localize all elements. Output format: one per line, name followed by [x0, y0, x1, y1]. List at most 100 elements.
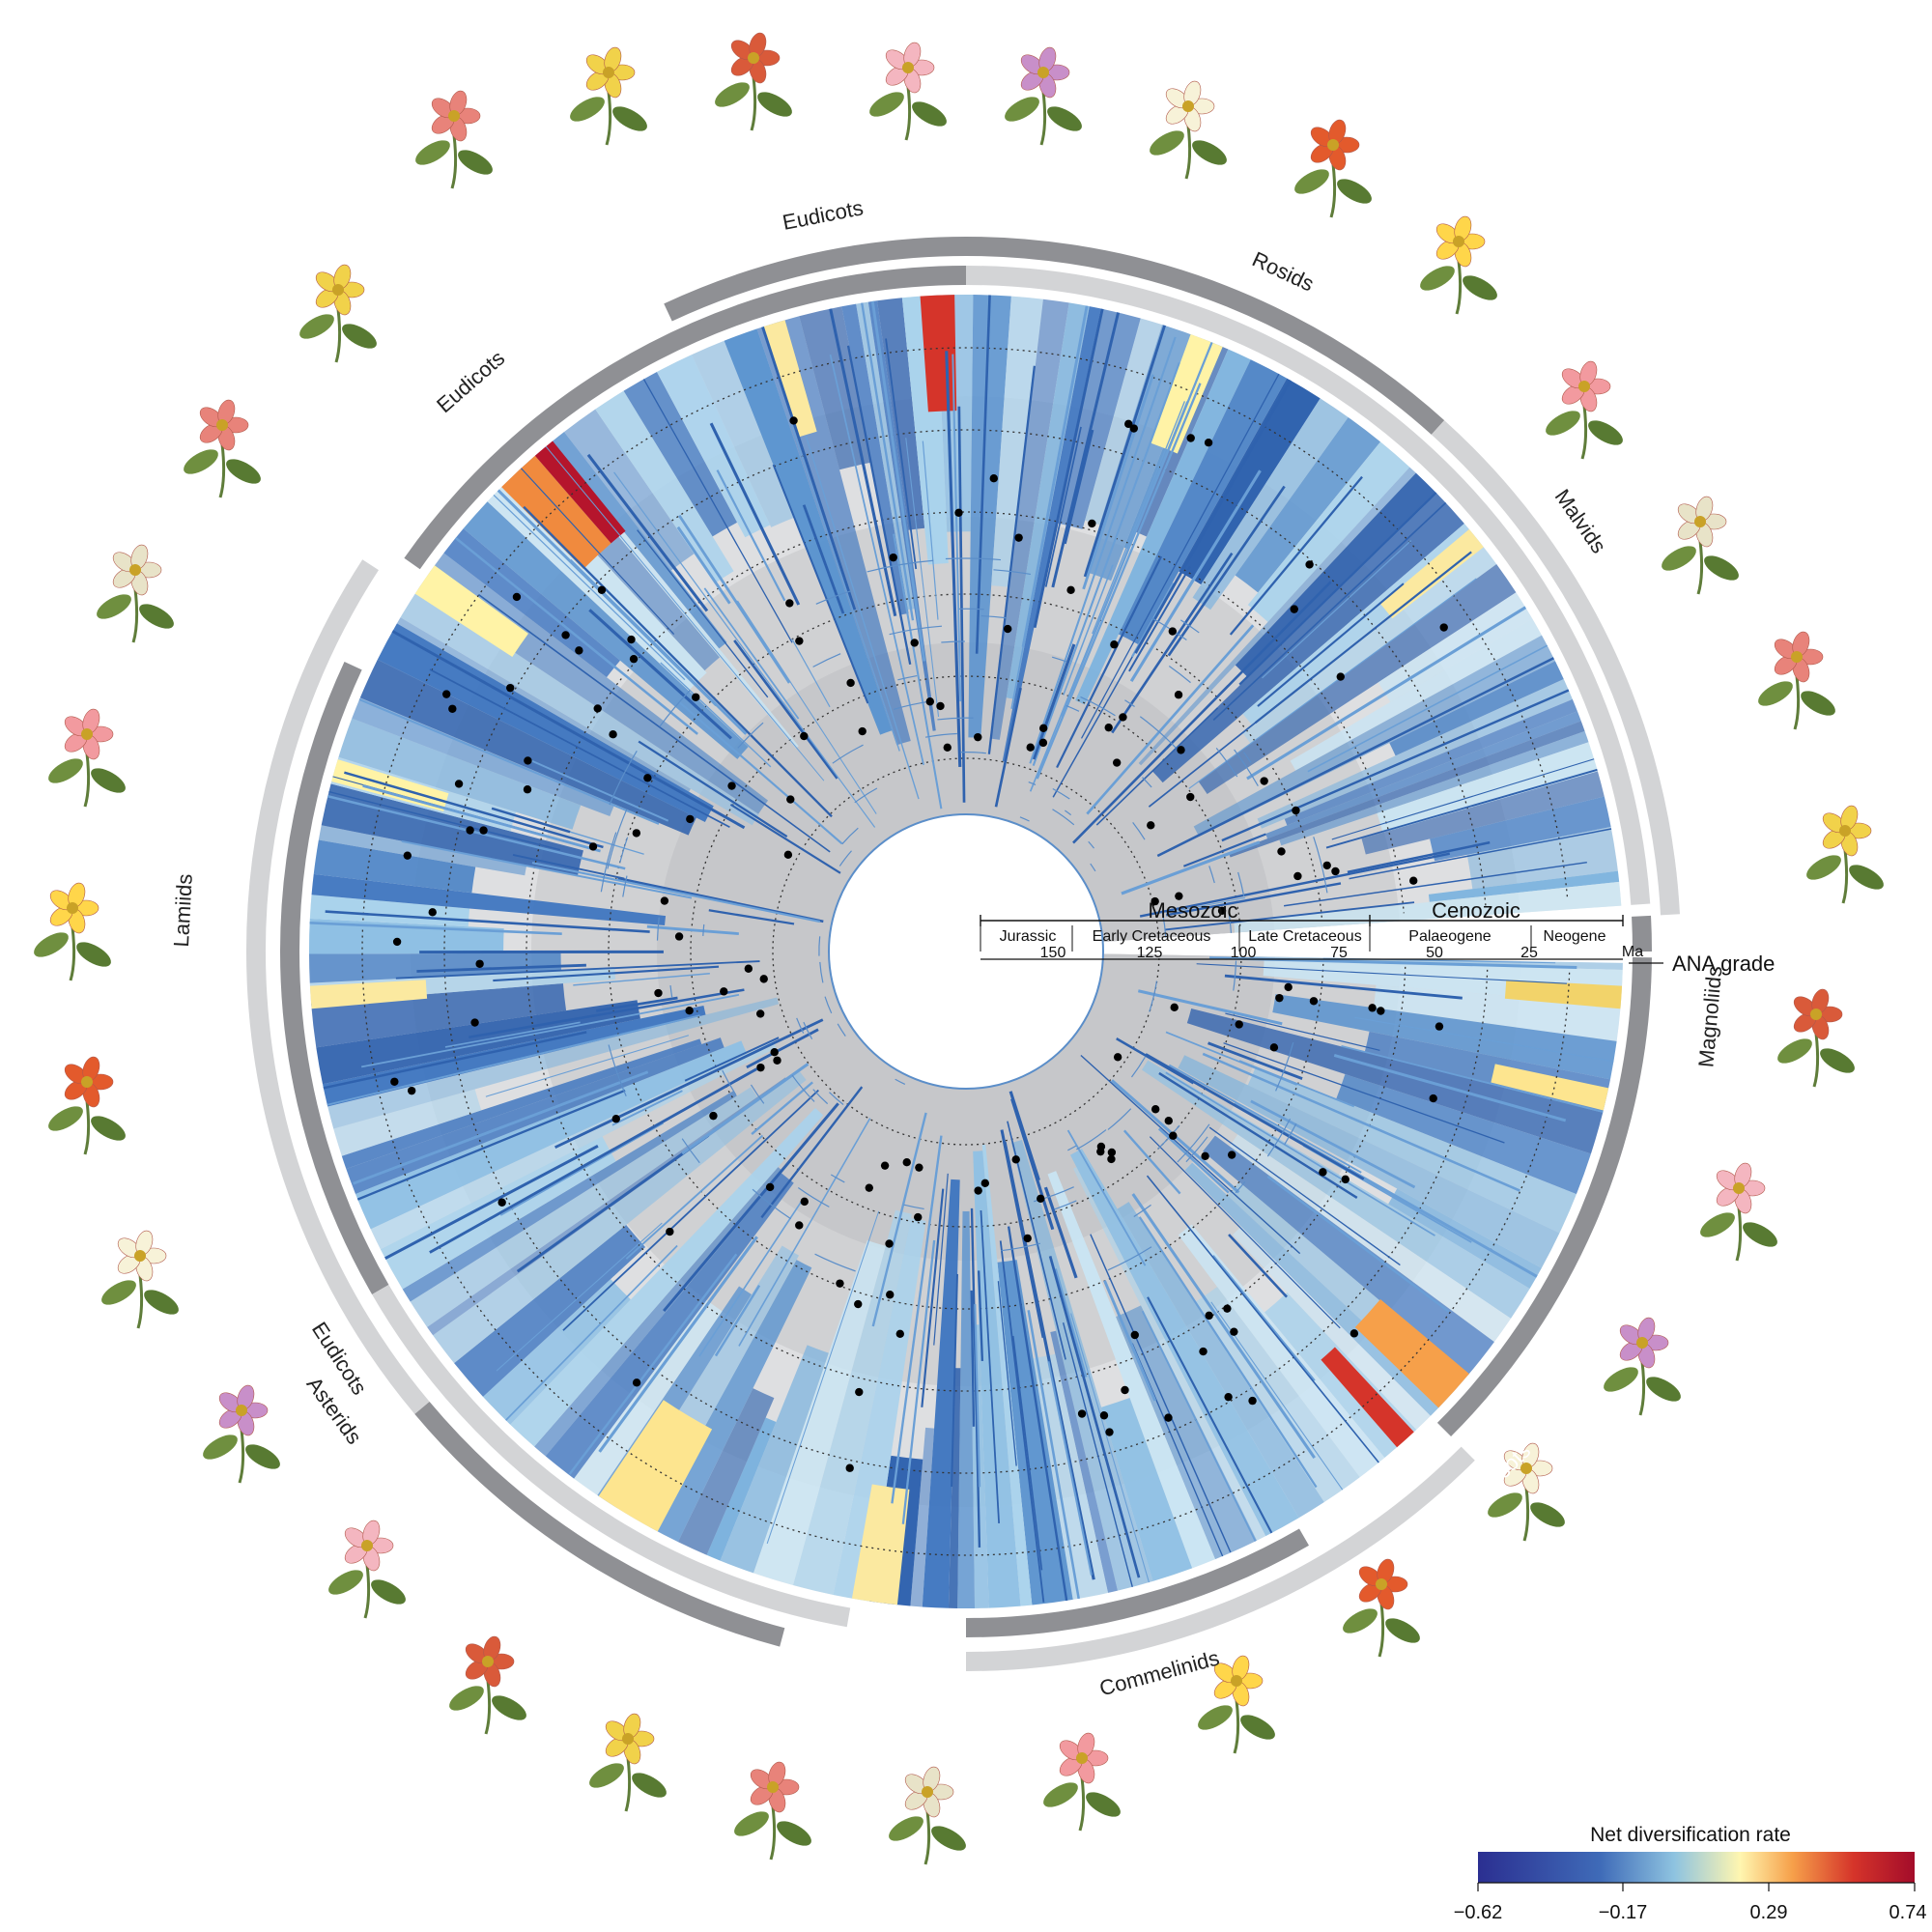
shift-node-dot	[1293, 871, 1302, 881]
tree-branch	[1157, 1127, 1230, 1194]
era-cenozoic: Cenozoic	[1432, 898, 1520, 923]
tree-branch-arc	[1157, 1124, 1180, 1150]
tree-branch	[309, 922, 562, 936]
tree-branch	[554, 1018, 824, 1150]
clade-label-eudicots-left: Eudicots	[432, 346, 509, 417]
shift-node-dot	[800, 731, 809, 741]
tree-branch-arc	[1124, 699, 1135, 707]
tree-branch	[970, 1208, 981, 1548]
tree-branch	[1036, 383, 1202, 780]
tree-branch-arc	[818, 936, 821, 956]
tree-branch-arc	[1215, 748, 1238, 778]
tree-branch	[545, 445, 825, 781]
tree-branch	[708, 909, 795, 925]
shift-node-dot	[727, 781, 736, 790]
era-mesozoic: Mesozoic	[1149, 898, 1238, 923]
clade-wedge	[720, 1345, 829, 1574]
color-legend: Net diversification rate −0.62 −0.17 0.2…	[1454, 1824, 1927, 1923]
tree-branch	[1033, 308, 1104, 629]
tree-branch	[994, 687, 1022, 808]
tree-branch	[1121, 840, 1261, 895]
tree-branch	[746, 1028, 819, 1069]
tree-branch	[617, 876, 824, 923]
tree-branch-arc	[600, 832, 617, 893]
tree-branch	[1250, 1099, 1416, 1189]
clade-wedge	[922, 1179, 960, 1608]
tree-branch-arc	[1001, 1242, 1041, 1252]
tree-branch	[1086, 624, 1255, 815]
clade-wedge	[545, 1173, 794, 1479]
shift-node-dot	[858, 726, 867, 736]
shift-node-dot	[1130, 1330, 1139, 1340]
tree-branch	[974, 1304, 981, 1488]
shift-node-dot	[865, 1183, 873, 1192]
tree-branch	[1208, 1041, 1303, 1080]
tree-branch	[703, 587, 800, 720]
shift-node-dot	[1151, 896, 1159, 906]
tree-branch-arc	[819, 961, 824, 983]
tree-branch-arc	[1051, 656, 1067, 663]
tree-branch	[1145, 1053, 1365, 1180]
clade-wedge	[333, 1089, 482, 1156]
shift-node-dot	[1177, 746, 1185, 754]
shift-node-dot	[709, 1111, 718, 1121]
clade-wedge	[1033, 1353, 1109, 1600]
tree-branch	[401, 840, 693, 899]
shift-node-dot	[1038, 738, 1048, 748]
tree-branch-arc	[1034, 1186, 1074, 1203]
shift-node-dot	[1164, 1117, 1173, 1125]
flower-illustration	[589, 1713, 667, 1812]
tree-branch	[893, 533, 943, 810]
shift-node-dot	[720, 987, 728, 996]
tree-branch	[1182, 833, 1266, 867]
tree-branch	[493, 494, 686, 681]
flower-illustration	[48, 1056, 126, 1155]
shift-node-dot	[1235, 1020, 1243, 1029]
tree-branch-arc	[841, 827, 859, 845]
shift-node-dot	[1014, 533, 1023, 542]
tree-branch	[485, 1035, 690, 1097]
clade-wedge	[1116, 1305, 1258, 1560]
shift-node-dot	[1174, 691, 1183, 699]
shift-node-dot	[1124, 419, 1133, 429]
tree-branch	[1208, 1126, 1401, 1266]
clade-wedge	[313, 839, 476, 894]
high-rate-clade-wedge	[414, 565, 528, 658]
period-late-cretaceous: Late Cretaceous	[1248, 928, 1361, 945]
shift-node-dot	[506, 683, 515, 693]
tree-branch	[1092, 401, 1186, 635]
clade-wedge	[454, 1224, 646, 1397]
arc-eudicots-left	[280, 661, 389, 1294]
shift-node-dot	[1112, 758, 1122, 767]
legend-tick-min: −0.62	[1454, 1902, 1503, 1923]
tree-branch	[933, 1173, 949, 1346]
flower-illustration	[101, 1230, 179, 1329]
shift-node-dot	[910, 639, 919, 647]
tree-branch	[505, 1244, 678, 1421]
clade-label-fabids: Fabids	[948, 155, 1011, 180]
tree-branch	[1158, 1071, 1358, 1199]
shift-node-dot	[643, 774, 652, 782]
tree-center	[838, 824, 1094, 1079]
clade-wedge	[311, 873, 667, 925]
period-early-cretaceous: Early Cretaceous	[1093, 928, 1211, 945]
shift-node-dot	[936, 701, 945, 711]
tree-branch-arc	[659, 690, 691, 727]
clade-wedge	[574, 1299, 723, 1495]
flower-illustration	[1806, 805, 1884, 904]
shift-node-dot	[885, 1239, 894, 1248]
tree-branch-arc	[1161, 912, 1167, 938]
legend-tick-3: 0.29	[1750, 1902, 1788, 1923]
tree-branch	[1347, 840, 1491, 874]
clade-label-rosids: Rosids	[1248, 247, 1318, 297]
tree-branch	[325, 910, 650, 933]
tree-branch	[1082, 374, 1154, 590]
clade-wedge	[1056, 308, 1141, 529]
shift-node-dot	[1429, 1094, 1437, 1103]
shift-node-dot	[1331, 867, 1340, 876]
shift-node-dot	[575, 646, 583, 655]
tree-branch	[1032, 362, 1180, 766]
shift-node-dot	[1147, 821, 1155, 830]
tree-branch	[1325, 768, 1598, 849]
clade-wedge	[1377, 742, 1598, 833]
